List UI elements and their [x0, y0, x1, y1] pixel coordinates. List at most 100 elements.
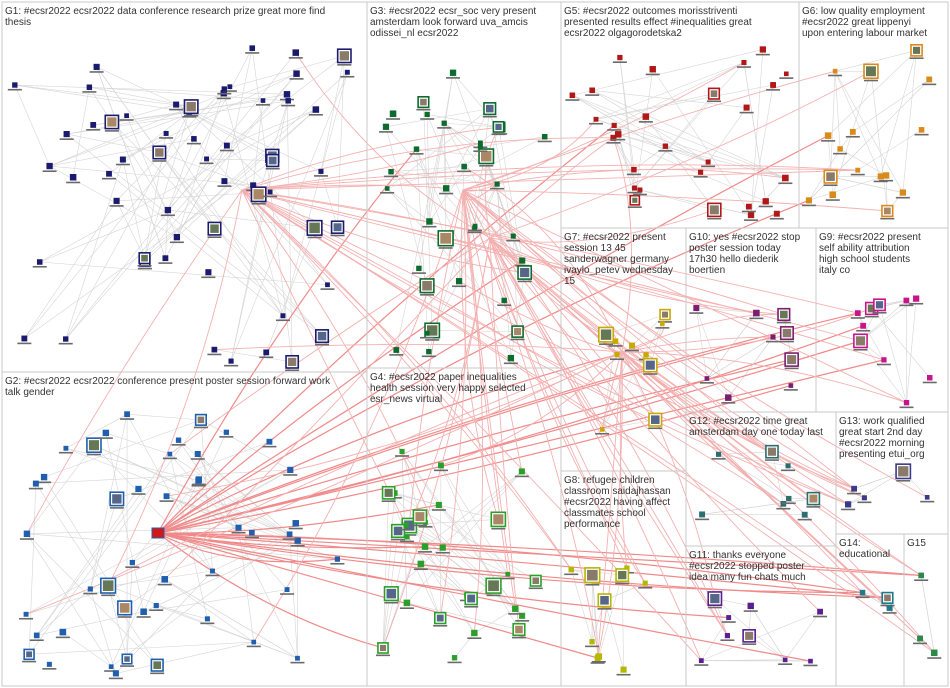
node-caption	[66, 181, 81, 184]
edge	[613, 137, 632, 353]
node-caption	[19, 617, 34, 620]
edge	[604, 600, 624, 670]
edge	[621, 304, 880, 353]
node-avatar	[141, 254, 148, 262]
node-avatar	[210, 224, 219, 233]
edge	[462, 119, 597, 191]
node	[293, 70, 300, 77]
node	[404, 534, 410, 540]
edge	[784, 611, 821, 661]
node	[63, 445, 69, 451]
edge	[105, 432, 170, 455]
edge	[496, 184, 512, 359]
edge	[443, 123, 525, 273]
node	[877, 173, 884, 180]
edge	[26, 445, 95, 535]
node-caption	[290, 544, 305, 547]
edge	[241, 126, 501, 191]
group-label-g11: G11: thanks everyone#ecsr2022 stopped po…	[689, 550, 806, 583]
node	[33, 632, 40, 639]
edge	[406, 471, 523, 604]
node-caption	[914, 579, 929, 582]
node-avatar	[197, 416, 205, 424]
edge	[462, 189, 484, 634]
edge	[66, 133, 160, 153]
edge	[510, 272, 525, 359]
node	[21, 335, 28, 342]
node	[221, 178, 228, 185]
node-caption	[607, 129, 622, 131]
edge	[241, 189, 525, 273]
node-caption	[280, 593, 295, 595]
edge	[572, 94, 709, 163]
node	[23, 611, 29, 617]
edge	[391, 471, 523, 594]
edge	[621, 351, 907, 404]
node	[287, 466, 294, 473]
node-caption	[741, 210, 756, 213]
node-caption	[222, 90, 237, 92]
node-caption	[517, 280, 532, 283]
node-avatar	[495, 123, 502, 131]
node	[90, 122, 97, 128]
node	[163, 493, 170, 500]
node-caption	[468, 229, 483, 232]
node	[643, 352, 649, 358]
node-caption	[764, 459, 779, 461]
node	[135, 485, 142, 493]
edge	[167, 48, 253, 211]
node-caption	[914, 133, 929, 136]
edge	[462, 189, 656, 420]
node-caption	[262, 445, 277, 448]
edge	[830, 176, 903, 193]
node-caption	[595, 432, 610, 435]
edge	[621, 313, 784, 353]
edge	[282, 72, 348, 316]
edge	[241, 184, 447, 191]
node	[194, 450, 201, 458]
node-avatar	[532, 577, 539, 585]
edge	[489, 137, 614, 239]
node	[46, 661, 52, 667]
edge	[224, 55, 345, 90]
node-caption	[658, 321, 673, 323]
node	[824, 132, 832, 139]
node-caption	[506, 239, 521, 242]
node-caption	[184, 114, 199, 117]
node	[210, 568, 215, 574]
edge	[462, 189, 600, 657]
edge	[35, 469, 291, 484]
node-avatar	[780, 310, 788, 319]
node-caption	[340, 75, 355, 78]
node-caption	[833, 152, 848, 155]
node	[477, 144, 483, 150]
node-caption	[59, 138, 74, 140]
node	[221, 86, 227, 92]
edge	[880, 50, 917, 177]
node-caption	[109, 205, 124, 207]
node-caption	[627, 206, 642, 208]
node-caption	[288, 57, 303, 59]
node-caption	[749, 317, 764, 320]
edge	[617, 134, 635, 189]
edge	[65, 447, 290, 535]
node-caption	[497, 304, 512, 307]
edge	[595, 84, 774, 120]
node-caption	[283, 474, 298, 476]
edge	[718, 454, 789, 499]
node-caption	[285, 369, 300, 372]
edge	[164, 579, 298, 659]
edge	[144, 72, 348, 262]
node-caption	[191, 483, 206, 486]
edge	[26, 527, 239, 535]
node-caption	[591, 660, 606, 663]
node-caption	[420, 294, 435, 296]
node-caption	[104, 130, 119, 132]
node-caption	[922, 83, 937, 86]
node-avatar	[481, 151, 492, 162]
edge	[429, 146, 481, 222]
node-caption	[743, 610, 758, 612]
node	[439, 544, 446, 551]
node-caption	[699, 382, 714, 384]
edge	[65, 111, 190, 340]
